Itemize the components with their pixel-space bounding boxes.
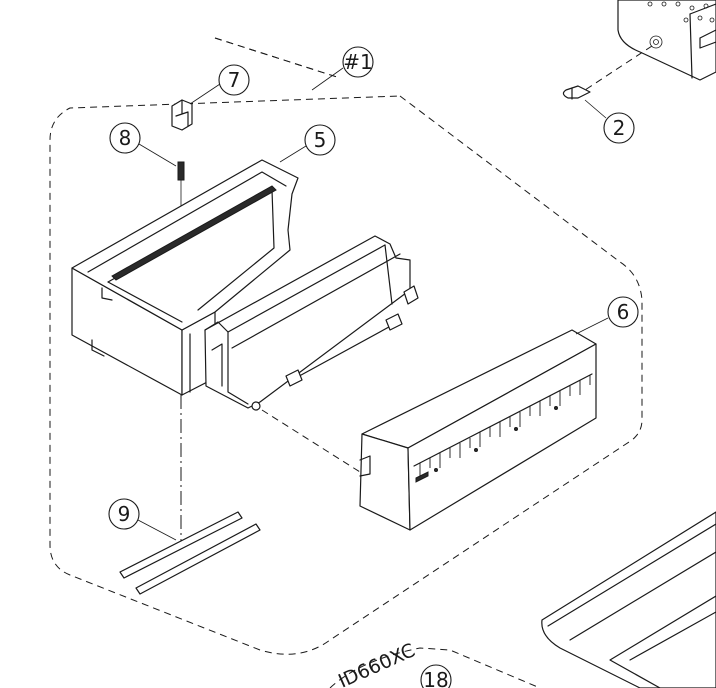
assembly-label: #1 xyxy=(343,50,372,74)
tray-part-5 xyxy=(71,159,299,396)
callout-7[interactable]: 7 xyxy=(189,64,250,105)
assembly-boundary-top xyxy=(214,37,341,79)
svg-text:2: 2 xyxy=(613,116,626,140)
alignment-line-6 xyxy=(261,409,361,473)
scale-block-part-6 xyxy=(359,329,597,531)
scale-ticks xyxy=(413,373,593,483)
callout-8[interactable]: 8 xyxy=(109,122,177,167)
svg-text:9: 9 xyxy=(118,502,131,526)
model-label: ID660XC xyxy=(335,639,418,688)
svg-text:5: 5 xyxy=(314,128,327,152)
assembly-callout-1[interactable]: #1 xyxy=(311,46,374,91)
insert-tray xyxy=(204,235,419,411)
callout-6[interactable]: 6 xyxy=(575,296,639,335)
callout-2[interactable]: 2 xyxy=(584,99,635,144)
svg-text:8: 8 xyxy=(119,126,132,150)
clip-part-7 xyxy=(171,99,193,131)
callout-5[interactable]: 5 xyxy=(279,124,336,163)
housing-top-right xyxy=(617,0,716,81)
screw-part-2 xyxy=(562,45,653,100)
callout-9[interactable]: 9 xyxy=(108,498,177,541)
callout-18[interactable]: 18 xyxy=(420,664,452,688)
strips-part-9 xyxy=(119,511,261,595)
svg-text:6: 6 xyxy=(617,300,630,324)
svg-text:7: 7 xyxy=(228,68,241,92)
bottom-right-tray xyxy=(541,511,716,688)
svg-text:18: 18 xyxy=(423,668,448,688)
